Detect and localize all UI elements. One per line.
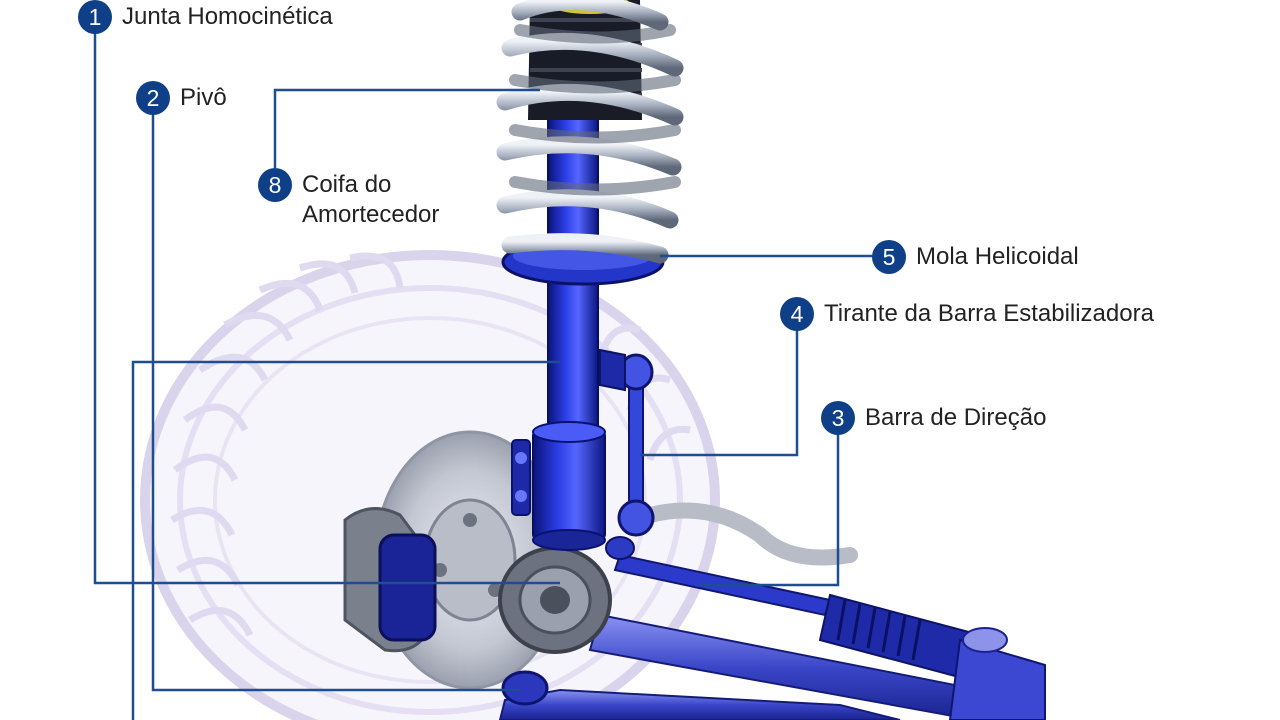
- brake-caliper: [343, 507, 437, 653]
- lower-control-arm: [498, 670, 901, 720]
- callout-4-number: 4: [780, 297, 814, 331]
- leader-line-8: [273, 88, 540, 168]
- callout-2-label: Pivô: [180, 84, 227, 111]
- callout-1: 1 Junta Homocinética: [78, 0, 333, 34]
- leader-lines: [93, 32, 872, 720]
- callout-4-label: Tirante da Barra Estabilizadora: [824, 300, 1154, 327]
- leader-line-2: [151, 114, 520, 692]
- callout-5-label: Mola Helicoidal: [916, 243, 1079, 270]
- strut: [501, 59, 665, 551]
- drive-shaft: [498, 546, 982, 720]
- callout-5: 5 Mola Helicoidal: [872, 240, 1079, 274]
- leader-line-3: [700, 434, 840, 587]
- callout-2-number: 2: [136, 81, 170, 115]
- leader-line-4: [640, 330, 799, 457]
- callout-1-number: 1: [78, 0, 112, 34]
- callout-3-label: Barra de Direção: [865, 404, 1047, 431]
- coil-spring-back: [509, 24, 681, 196]
- callout-8: 8 Coifa do Amortecedor: [258, 168, 482, 230]
- callout-8-number: 8: [258, 168, 292, 202]
- callout-8-label: Coifa do Amortecedor: [302, 171, 440, 228]
- callout-5-number: 5: [872, 240, 906, 274]
- leader-line-frame: [131, 360, 560, 720]
- callout-4: 4 Tirante da Barra Estabilizadora: [780, 297, 1154, 331]
- callout-3-number: 3: [821, 401, 855, 435]
- callout-2: 2 Pivô: [136, 81, 227, 115]
- stabilizer-link: [599, 348, 655, 537]
- callout-1-label: Junta Homocinética: [122, 3, 333, 30]
- leader-line-1: [93, 32, 560, 585]
- callout-3: 3 Barra de Direção: [821, 401, 1046, 435]
- stabilizer-bar: [642, 502, 858, 566]
- steering-rack: [605, 536, 1046, 720]
